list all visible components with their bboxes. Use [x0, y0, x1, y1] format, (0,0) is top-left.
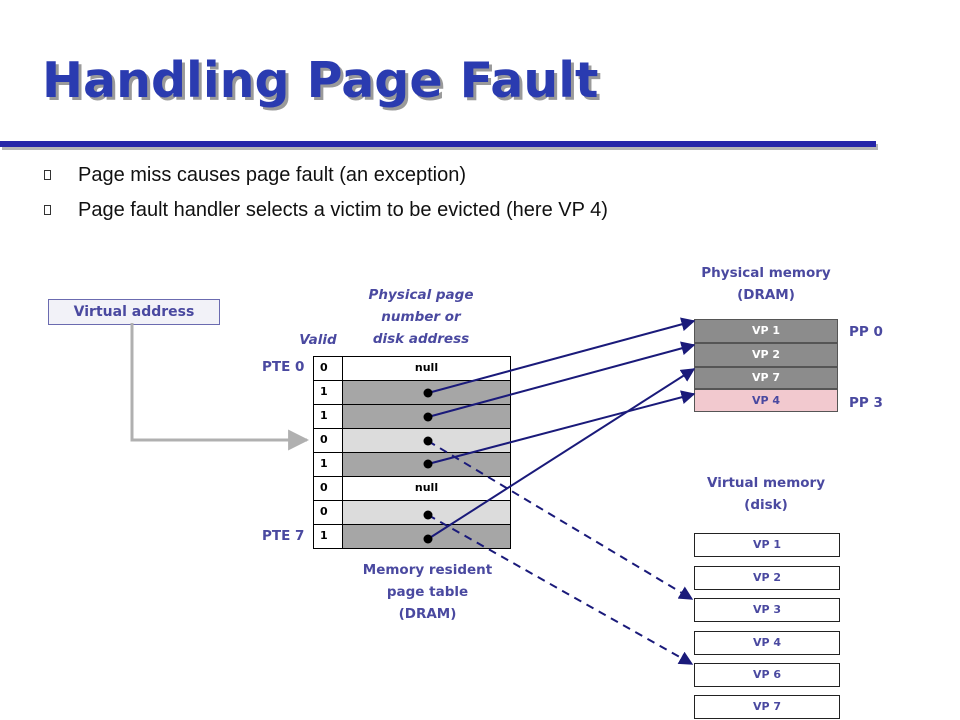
ppn-label-line: disk address: [372, 331, 470, 347]
physical-memory-title: Physical memory (DRAM): [690, 262, 842, 306]
pointer-dot: [423, 459, 433, 469]
ppn-label-line: number or: [381, 309, 461, 325]
pointer-dot: [423, 510, 433, 520]
disk-page: VP 1: [694, 533, 840, 557]
valid-column-label: Valid: [299, 332, 337, 348]
pte-first-label: PTE 0: [262, 359, 305, 375]
caption-line: Memory resident: [362, 562, 493, 578]
pte-valid-bit: 1: [313, 404, 343, 429]
pte-valid-bit: 1: [313, 380, 343, 405]
physical-page: VP 1: [694, 319, 838, 343]
pp-last-label: PP 3: [849, 395, 883, 411]
pte4-to-vp4-arrow: [427, 390, 696, 465]
pte-valid-bit: 1: [313, 452, 343, 477]
disk-page: VP 6: [694, 663, 840, 687]
disk-page: VP 2: [694, 566, 840, 590]
title-line: (DRAM): [737, 287, 795, 303]
pte-valid-bit: 0: [313, 476, 343, 501]
pointer-dot: [423, 388, 433, 398]
pte7-to-vp7-arrow: [427, 368, 696, 540]
page-table-caption: Memory resident page table (DRAM): [340, 559, 515, 625]
pte2-to-vp2-arrow: [427, 341, 696, 418]
bullet-text: Page fault handler selects a victim to b…: [78, 199, 608, 221]
disk-page: VP 7: [694, 695, 840, 719]
pointer-dot: [423, 534, 433, 544]
bullet-text: Page miss causes page fault (an exceptio…: [78, 164, 466, 186]
title-line: Physical memory: [701, 265, 831, 281]
caption-line: (DRAM): [398, 606, 457, 622]
title-line: Virtual memory: [706, 475, 826, 491]
pte1-to-vp1-arrow: [427, 317, 696, 394]
bullet-icon: [44, 205, 51, 215]
pte-entry: null: [342, 356, 511, 381]
disk-page: VP 3: [694, 598, 840, 622]
physical-page-victim: VP 4: [694, 389, 838, 412]
physical-page: VP 7: [694, 367, 838, 389]
title-divider: [0, 141, 876, 147]
pte-last-label: PTE 7: [262, 528, 305, 544]
virtual-address-box: Virtual address: [48, 299, 220, 325]
pte-valid-bit: 1: [313, 524, 343, 549]
title-line: (disk): [744, 497, 788, 513]
pte-entry: null: [342, 476, 511, 501]
pp-first-label: PP 0: [849, 324, 883, 340]
slide-title: Handling Page Fault: [42, 52, 599, 109]
disk-page: VP 4: [694, 631, 840, 655]
pte3-to-disk-vp3-arrow: [427, 440, 694, 600]
pointer-dot: [423, 436, 433, 446]
caption-line: page table: [386, 584, 469, 600]
bullet-icon: [44, 170, 51, 180]
virtual-address-arrow: [130, 323, 310, 451]
pointer-dot: [423, 412, 433, 422]
ppn-label-line: Physical page: [368, 287, 474, 303]
virtual-memory-title: Virtual memory (disk): [690, 472, 842, 516]
ppn-column-label: Physical page number or disk address: [346, 284, 496, 350]
pte6-to-disk-vp6-arrow: [427, 514, 694, 665]
